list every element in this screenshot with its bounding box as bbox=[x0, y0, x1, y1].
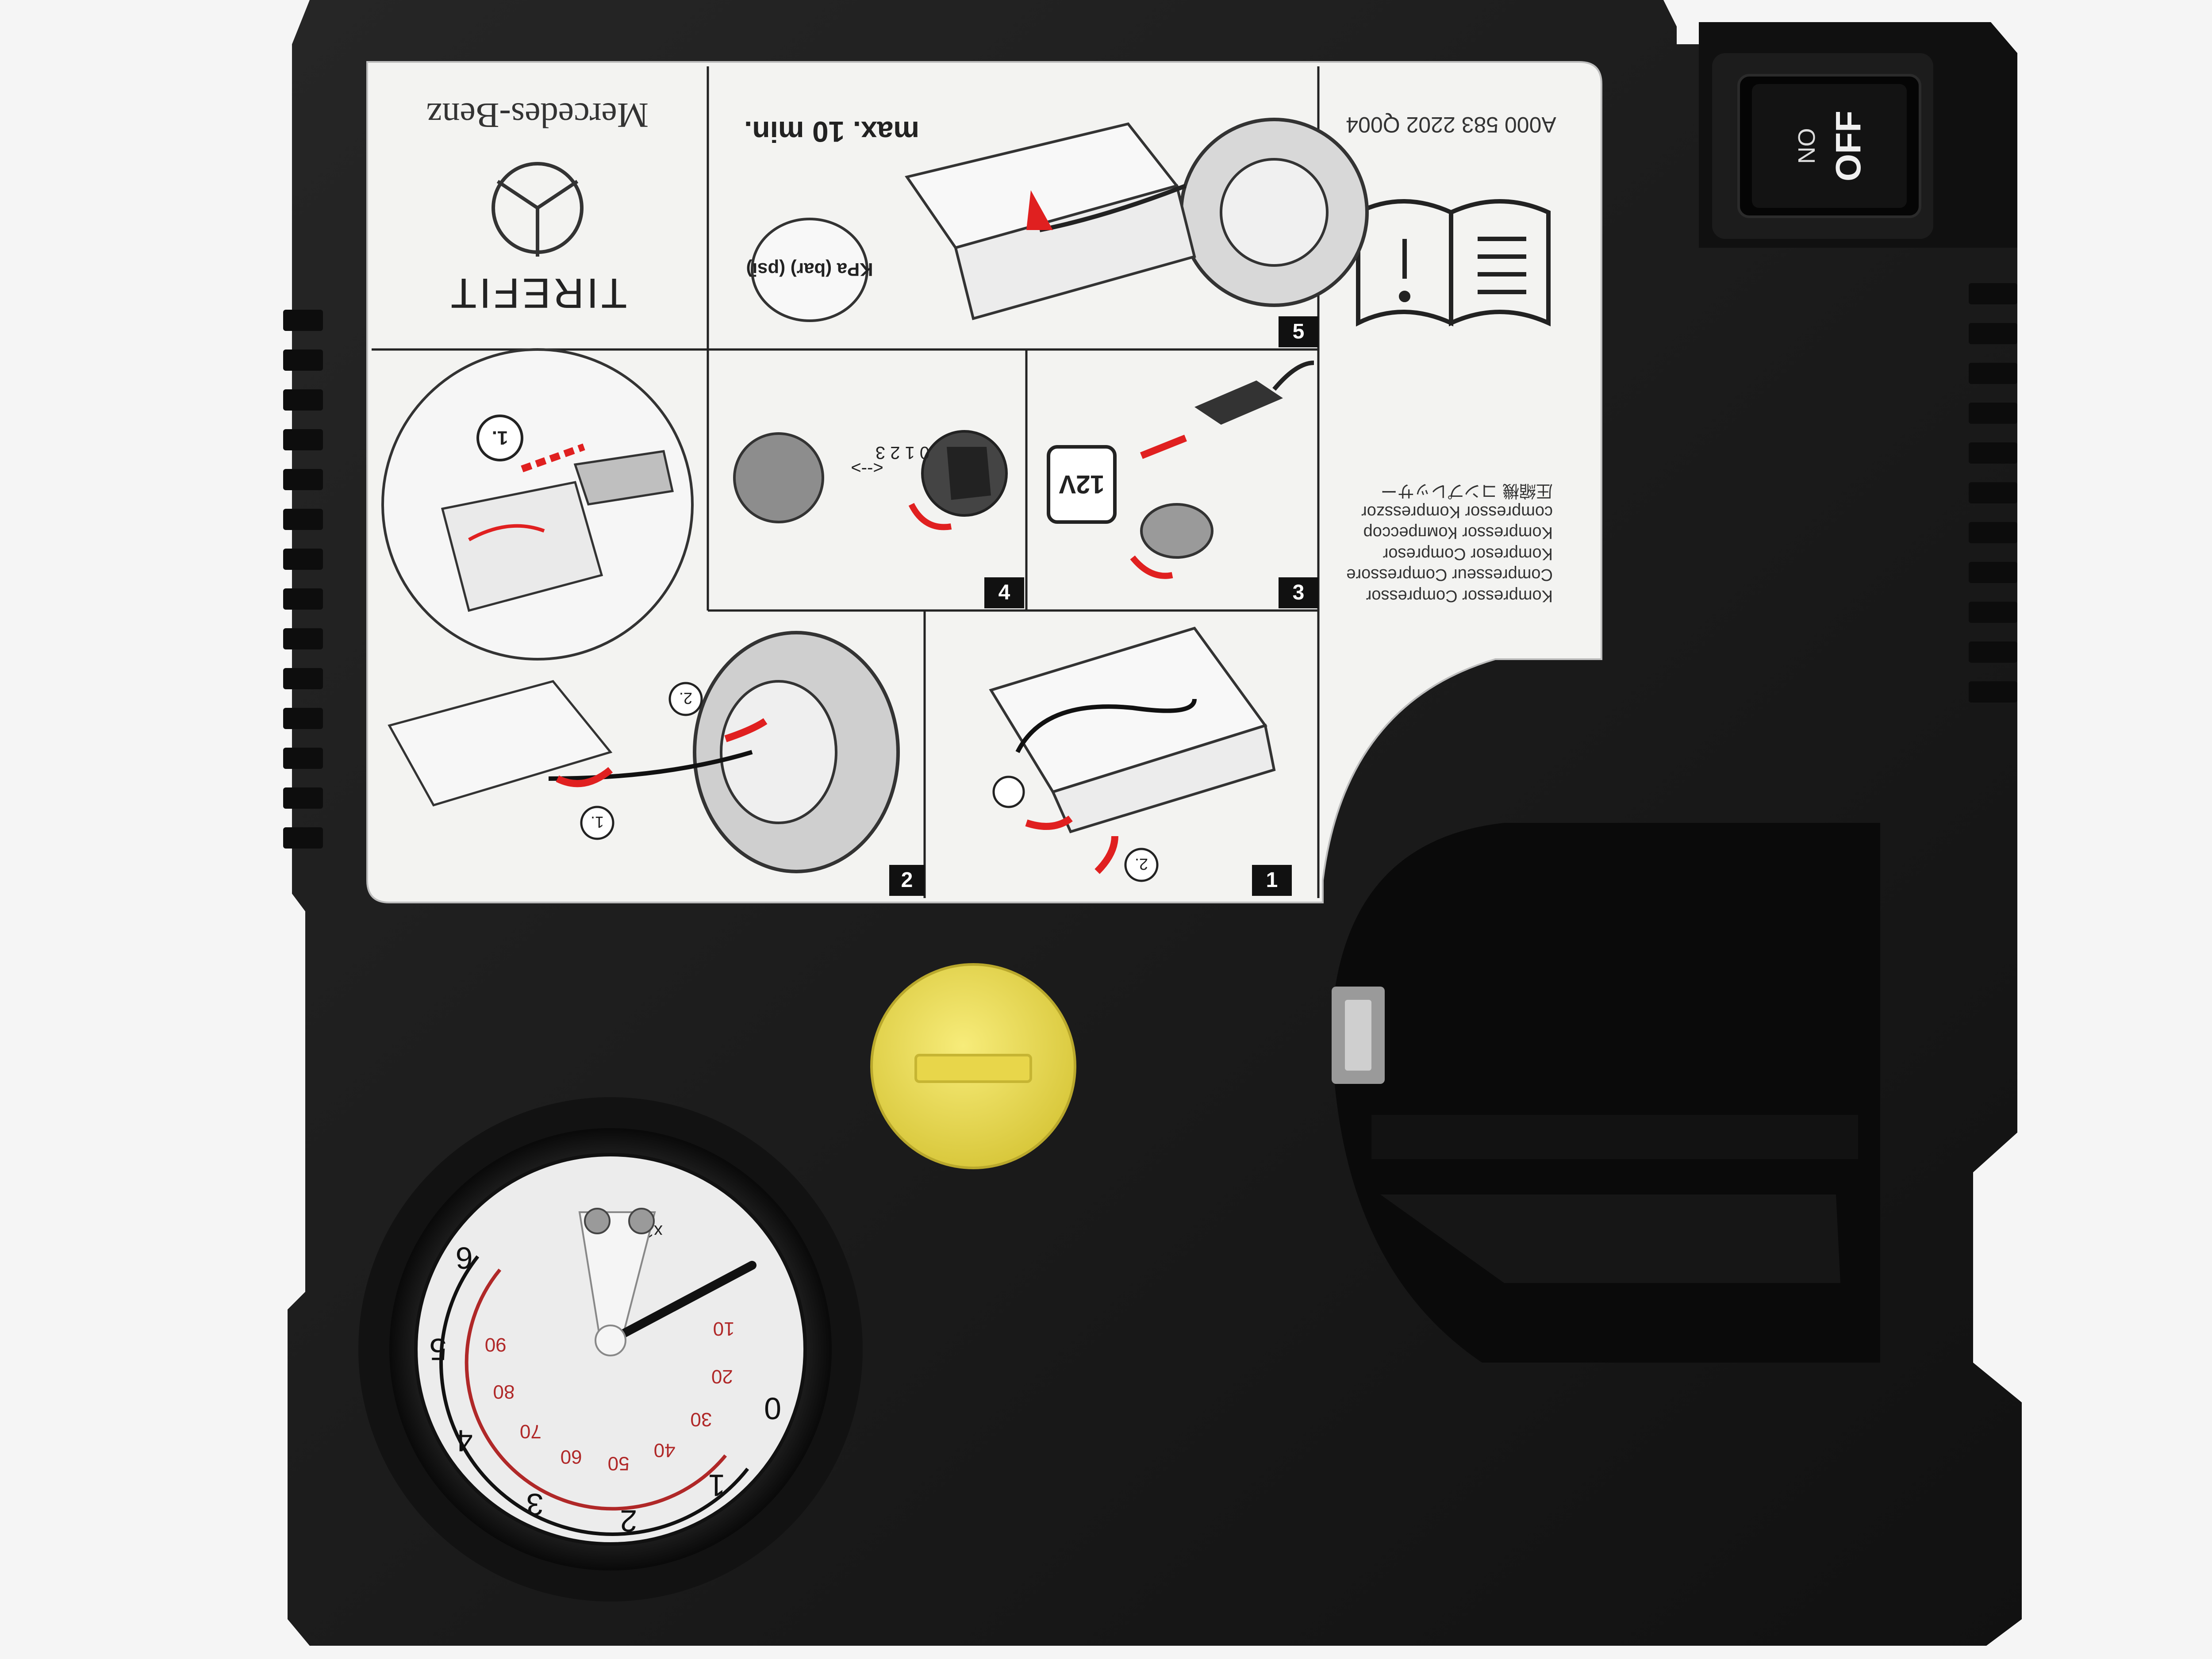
svg-text:1.: 1. bbox=[492, 427, 508, 449]
gauge-psi-tick-40: 40 bbox=[654, 1440, 676, 1461]
instruction-label: Mercedes-Benz TIREFIT A000 583 2202 Q004… bbox=[366, 61, 1602, 903]
svg-text:12V: 12V bbox=[1059, 470, 1105, 499]
part-number: A000 583 2202 Q004 bbox=[1346, 112, 1556, 137]
step2-zoom-illustration: 1. bbox=[381, 348, 694, 661]
gauge-bar-tick-1: 1 bbox=[708, 1468, 726, 1502]
gauge-psi-tick-10: 10 bbox=[713, 1318, 735, 1340]
svg-text:4: 4 bbox=[998, 581, 1010, 604]
step5-time-limit: max. 10 min. bbox=[744, 115, 919, 148]
step1-illustration: 2. bbox=[989, 626, 1276, 882]
step3-illustration: 12V bbox=[1047, 361, 1314, 579]
svg-text:2.: 2. bbox=[1135, 855, 1148, 873]
gauge-bar-tick-0: 0 bbox=[764, 1391, 781, 1425]
gauge-bar-tick-3: 3 bbox=[526, 1487, 544, 1522]
gauge-units-callout: KPa (bar) (psi) bbox=[746, 259, 873, 280]
svg-text:5: 5 bbox=[1293, 320, 1305, 343]
gauge-bar-tick-5: 5 bbox=[430, 1332, 447, 1367]
gauge-psi-tick-30: 30 bbox=[690, 1409, 712, 1430]
svg-text:3: 3 bbox=[1293, 581, 1305, 604]
language-list: Kompressor Compressor Compresseur Compre… bbox=[1346, 481, 1553, 606]
svg-text:2.: 2. bbox=[679, 689, 692, 707]
mercedes-star-logo bbox=[492, 162, 584, 257]
svg-text:1: 1 bbox=[1266, 868, 1278, 892]
gauge-needle bbox=[578, 1208, 757, 1356]
gauge-bar-scale: 0 1 2 3 4 5 6 bbox=[430, 1240, 781, 1538]
switch-off-label: OFF bbox=[1828, 111, 1868, 181]
right-vent-fins bbox=[1969, 283, 2017, 703]
gauge-psi-tick-50: 50 bbox=[608, 1452, 630, 1474]
gauge-psi-tick-60: 60 bbox=[561, 1446, 582, 1467]
gauge-psi-tick-80: 80 bbox=[493, 1381, 515, 1402]
step-badges: 1 2 3 4 5 bbox=[889, 316, 1318, 896]
left-vent-fins bbox=[283, 310, 323, 849]
brand-text: Mercedes-Benz bbox=[426, 96, 649, 134]
switch-on-label: ON bbox=[1793, 128, 1820, 164]
step5-illustration: KPa (bar) (psi) bbox=[746, 118, 1369, 322]
svg-text:<-->: <--> bbox=[851, 458, 883, 477]
read-manual-icon bbox=[1356, 199, 1551, 327]
product-name: TIREFIT bbox=[448, 269, 627, 317]
gauge-psi-tick-70: 70 bbox=[520, 1421, 541, 1442]
gauge-bar-tick-2: 2 bbox=[620, 1504, 637, 1538]
gauge-psi-tick-20: 20 bbox=[711, 1366, 733, 1387]
step2-illustration: 2. 1. bbox=[388, 631, 900, 873]
yellow-valve-cap[interactable] bbox=[870, 963, 1076, 1169]
svg-text:0 1 2 3: 0 1 2 3 bbox=[876, 443, 929, 462]
gauge-bar-tick-6: 6 bbox=[456, 1240, 473, 1275]
gauge-bar-tick-4: 4 bbox=[456, 1424, 473, 1458]
svg-text:1.: 1. bbox=[591, 813, 604, 831]
gauge-psi-tick-90: 90 bbox=[485, 1334, 507, 1356]
step4-illustration: 0 1 2 3 <--> bbox=[733, 430, 1008, 530]
svg-text:2: 2 bbox=[901, 868, 913, 892]
